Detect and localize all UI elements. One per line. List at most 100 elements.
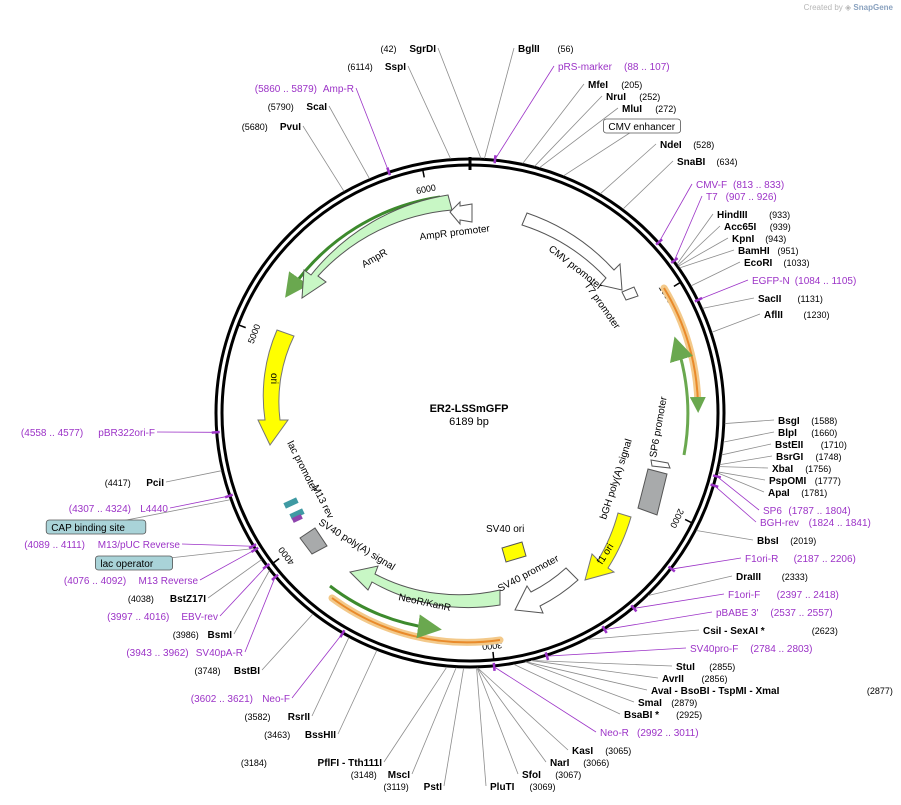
label-prs-marker[interactable]: pRS-marker(88 .. 107) — [493, 62, 670, 164]
label-sv40pa-r[interactable]: SV40pA-R(3943 .. 3962) — [126, 573, 279, 659]
label-msci[interactable]: MscI(3148) — [351, 667, 457, 781]
feature-t7-promoter[interactable] — [621, 286, 639, 301]
tick-label: 6000 — [415, 182, 437, 196]
label-f1ori-f[interactable]: F1ori-F(2397 .. 2418) — [630, 590, 839, 613]
label-l4440[interactable]: L4440(4307 .. 4324) — [69, 493, 234, 515]
label-egfp-n[interactable]: EGFP-N(1084 .. 1105) — [694, 276, 856, 303]
tick-mark — [272, 557, 280, 564]
label-name: SacII — [758, 294, 782, 305]
feature-sv40-promoter[interactable] — [514, 567, 579, 614]
feature-bgh-polya[interactable] — [637, 468, 668, 516]
label-f1ori-r[interactable]: F1ori-R(2187 .. 2206) — [667, 554, 856, 573]
label-bamhi[interactable]: BamHI(951) — [679, 246, 799, 269]
label-lac-operator[interactable]: lac operator — [95, 548, 255, 571]
label-smai[interactable]: SmaI(2879) — [525, 661, 697, 709]
feature-sp6-promoter[interactable] — [650, 459, 671, 469]
label-coord: (1756) — [805, 464, 831, 474]
label-sp6[interactable]: SP6(1787 .. 1804) — [712, 474, 851, 517]
label-acc65i[interactable]: Acc65I(939) — [677, 222, 791, 266]
label-kasi[interactable]: KasI(3065) — [477, 667, 632, 757]
feature-neor[interactable] — [348, 565, 501, 609]
feature-ampr[interactable] — [301, 194, 453, 299]
label-name: SP6 — [763, 506, 782, 517]
feature-f1-ori[interactable] — [584, 512, 632, 581]
label-ebv-rev[interactable]: EBV-rev(3997 .. 4016) — [107, 562, 271, 623]
label-sfoi[interactable]: SfoI(3067) — [476, 667, 581, 781]
label-pvui[interactable]: PvuI(5680) — [242, 122, 345, 192]
label-pbabe-3[interactable]: pBABE 3'(2537 .. 2557) — [601, 608, 833, 634]
label-xbai[interactable]: XbaI(1756) — [719, 464, 831, 475]
label-snabi[interactable]: SnaBI(634) — [622, 157, 738, 210]
label-bsrgi[interactable]: BsrGI(1748) — [719, 452, 842, 466]
label-draiii[interactable]: DraIII(2333) — [647, 572, 808, 596]
label-coord: (3069) — [530, 782, 556, 792]
label-psti[interactable]: PstI(3119) — [383, 667, 465, 793]
feature-sv40-ori[interactable] — [501, 541, 527, 563]
label-blpi[interactable]: BlpI(1660) — [723, 428, 837, 443]
label-amp-r[interactable]: Amp-R(5860 .. 5879) — [255, 84, 392, 176]
label-sgrdi[interactable]: SgrDI(42) — [380, 44, 482, 159]
label-sv40pro-f[interactable]: SV40pro-F(2784 .. 2803) — [544, 644, 813, 661]
feature-cmv-promoter[interactable] — [521, 212, 623, 291]
feature-cap-site[interactable] — [291, 514, 303, 523]
primer-site — [667, 565, 676, 573]
label-bsteii[interactable]: BstEII(1710) — [721, 440, 847, 456]
label-cmv-enhancer[interactable]: CMV enhancer — [563, 118, 682, 177]
label-sspi[interactable]: SspI(6114) — [347, 62, 451, 159]
label-bstbi[interactable]: BstBI(3748) — [194, 613, 314, 677]
label-avrii[interactable]: AvrII(2856) — [531, 660, 728, 685]
label-name: CMV-F — [696, 180, 727, 191]
label-m13-reverse[interactable]: M13 Reverse(4076 .. 4092) — [64, 546, 259, 587]
label-m13-puc-reverse[interactable]: M13/pUC Reverse(4089 .. 4111) — [24, 540, 257, 551]
label-bsshii[interactable]: BssHII(3463) — [264, 650, 378, 741]
label-pflfi-tth111i[interactable]: PflFI - Tth111I(3184) — [241, 666, 448, 769]
label-cap-binding-site[interactable]: CAP binding site — [45, 499, 231, 535]
label-bsmi[interactable]: BsmI(3986) — [173, 570, 270, 641]
label-csii-sexai[interactable]: CsiI - SexAI *(2623) — [587, 626, 838, 640]
label-sv40-polya: SV40 poly(A) signal — [316, 517, 396, 573]
label-aflii[interactable]: AflII(1230) — [711, 310, 830, 333]
label-name: Neo-F — [262, 694, 290, 705]
label-t7[interactable]: T7(907 .. 926) — [670, 192, 777, 264]
label-bbsi[interactable]: BbsI(2019) — [696, 530, 816, 547]
label-coord: (1230) — [804, 310, 830, 320]
label-sacii[interactable]: SacII(1131) — [702, 294, 823, 309]
label-avai-bsobi-tspmi-xmai[interactable]: AvaI - BsoBI - TspMI - XmaI(2877) — [525, 661, 893, 697]
leader-line — [476, 667, 487, 787]
label-bgh-rev[interactable]: BGH-rev(1824 .. 1841) — [710, 483, 871, 529]
label-pbr322ori-f[interactable]: pBR322ori-F(4558 .. 4577) — [21, 428, 220, 439]
label-stui[interactable]: StuI(2855) — [531, 660, 735, 673]
label-pluti[interactable]: PluTI(3069) — [476, 667, 556, 793]
label-mfei[interactable]: MfeI(205) — [522, 80, 643, 164]
label-cmv-f[interactable]: CMV-F(813 .. 833) — [655, 180, 784, 246]
feature-ampr-promoter[interactable] — [449, 200, 473, 226]
label-nrui[interactable]: NruI(252) — [534, 92, 661, 167]
label-scai[interactable]: ScaI(5790) — [268, 102, 370, 179]
label-pspomi[interactable]: PspOMI(1777) — [718, 471, 841, 487]
label-name: PstI — [424, 782, 443, 793]
label-mlui[interactable]: MluI(272) — [539, 104, 677, 168]
label-bglii[interactable]: BglII(56) — [484, 44, 574, 159]
leader-line — [522, 83, 585, 164]
label-apai[interactable]: ApaI(1781) — [717, 472, 827, 499]
primer-site — [544, 651, 550, 661]
label-nari[interactable]: NarI(3066) — [477, 667, 609, 769]
label-pcii[interactable]: PciI(4417) — [105, 470, 222, 489]
label-ampr: AmpR — [360, 247, 390, 270]
label-ndei[interactable]: NdeI(528) — [599, 140, 714, 195]
label-bsgi[interactable]: BsgI(1588) — [724, 416, 837, 427]
label-name: BstZ17I — [170, 594, 206, 605]
feature-ori[interactable] — [257, 329, 295, 446]
label-coord: (3748) — [194, 666, 220, 676]
label-bstz17i[interactable]: BstZ17I(4038) — [128, 559, 262, 605]
feature-sv40-polya[interactable] — [299, 527, 328, 555]
label-ecori[interactable]: EcoRI(1033) — [690, 258, 810, 287]
label-rsrii[interactable]: RsrII(3582) — [244, 637, 350, 723]
label-neo-f[interactable]: Neo-F(3602 .. 3621) — [191, 629, 346, 705]
label-bsabi[interactable]: BsaBI *(2925) — [513, 663, 702, 721]
label-kpni[interactable]: KpnI(943) — [678, 234, 787, 267]
feature-m13-rev[interactable] — [283, 497, 299, 509]
label-hindiii[interactable]: HindIII(933) — [676, 210, 790, 265]
feature-lac-operator[interactable] — [289, 508, 305, 520]
label-neo-r[interactable]: Neo-R(2992 .. 3011) — [492, 662, 699, 739]
